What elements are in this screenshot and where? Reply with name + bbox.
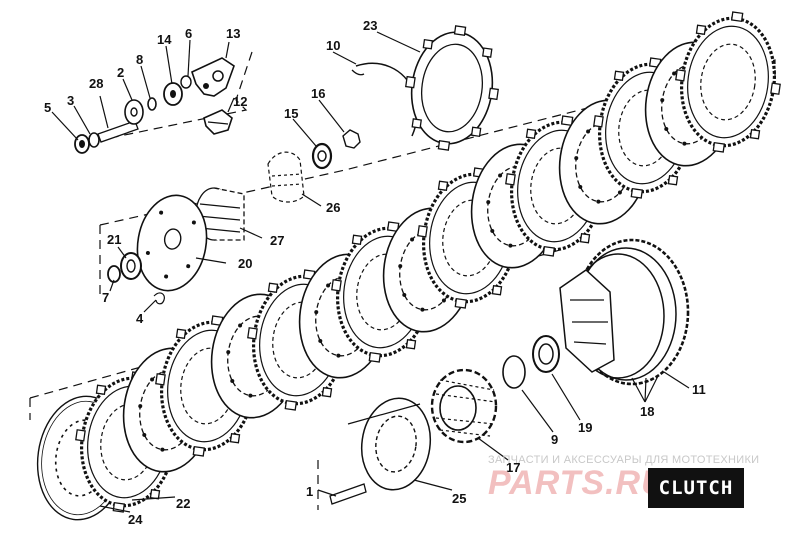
label-7: 7 — [102, 290, 109, 305]
plate-20 — [136, 194, 208, 292]
bearing-21 — [120, 252, 142, 280]
pressure-plate-hardware — [74, 57, 235, 154]
shaft-1 — [329, 403, 421, 505]
label-18: 18 — [640, 404, 654, 419]
label-21: 21 — [107, 232, 121, 247]
label-1: 1 — [306, 484, 313, 499]
snap-ring-9 — [502, 355, 526, 389]
label-12: 12 — [233, 94, 247, 109]
spring-26 — [267, 151, 305, 203]
label-22: 22 — [176, 496, 190, 511]
label-17: 17 — [506, 460, 520, 475]
label-13: 13 — [226, 26, 240, 41]
bearing-19 — [532, 335, 560, 373]
watermark-subtitle: ЗАПЧАСТИ И АКСЕССУАРЫ ДЛЯ МОТОТЕХНИКИ — [488, 454, 760, 466]
outer-ring-part — [351, 62, 419, 137]
label-8: 8 — [136, 52, 143, 67]
label-11: 11 — [692, 382, 706, 397]
label-15: 15 — [284, 106, 298, 121]
nut-16 — [342, 129, 361, 149]
label-16: 16 — [311, 86, 325, 101]
washer-7 — [107, 265, 121, 283]
watermark-logo: PARTS.RU — [488, 464, 667, 502]
label-25: 25 — [452, 491, 466, 506]
pressure-plate-23 — [405, 25, 499, 151]
label-14: 14 — [157, 32, 172, 47]
label-4: 4 — [136, 311, 144, 326]
label-19: 19 — [578, 420, 592, 435]
clutch-drum-11 — [559, 238, 690, 386]
label-2: 2 — [117, 65, 124, 80]
plate-25 — [360, 397, 432, 491]
label-24: 24 — [128, 512, 143, 527]
label-23: 23 — [363, 18, 377, 33]
clutch-hub-17 — [430, 368, 498, 444]
label-26: 26 — [326, 200, 340, 215]
label-3: 3 — [67, 93, 74, 108]
leader-lines — [51, 31, 690, 513]
label-6: 6 — [185, 26, 192, 41]
label-28: 28 — [89, 76, 103, 91]
label-20: 20 — [238, 256, 252, 271]
label-9: 9 — [551, 432, 558, 447]
label-10: 10 — [326, 38, 340, 53]
label-5: 5 — [44, 100, 51, 115]
part-labels: 5 3 28 2 8 14 6 13 12 10 23 15 16 26 27 … — [44, 18, 706, 527]
bearing-15 — [311, 142, 333, 170]
clutch-badge: CLUTCH — [648, 468, 744, 508]
ring-4 — [153, 292, 165, 305]
label-27: 27 — [270, 233, 284, 248]
